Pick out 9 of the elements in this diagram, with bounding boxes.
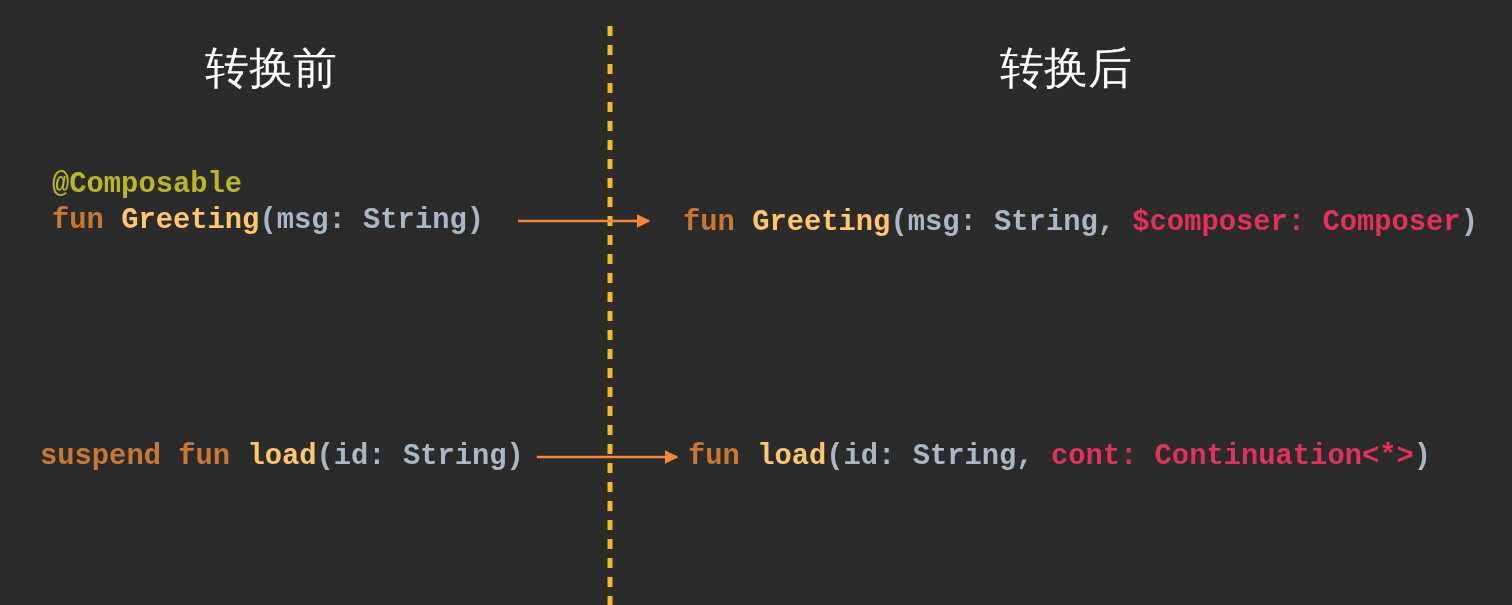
annotation-line: @Composable [52,167,244,203]
arrow [518,214,651,228]
code-line: fun Greeting(msg: String, $composer: Composer) [683,205,1478,241]
column-heading: 转换后 [1000,42,1132,94]
code-line: fun Greeting(msg: String) [52,203,485,239]
arrow [536,450,679,464]
column-heading: 转换前 [205,42,337,94]
code-line: suspend fun load(id: String) [40,439,524,475]
code-line: fun load(id: String, cont: Continuation<*>) [688,439,1432,475]
